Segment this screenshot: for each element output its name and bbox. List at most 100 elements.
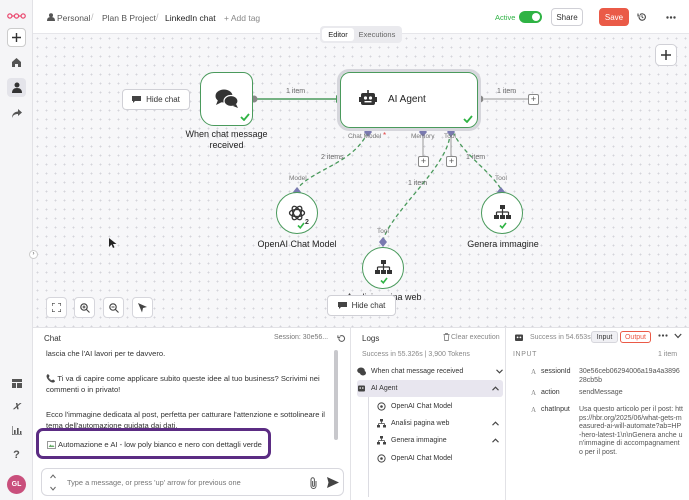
port-diamond[interactable] bbox=[379, 237, 387, 247]
share-arrow-icon[interactable] bbox=[7, 104, 26, 123]
log-row-label: OpenAI Chat Model bbox=[391, 455, 453, 462]
chat-bubbles-icon bbox=[215, 89, 239, 108]
breadcrumb-owner[interactable]: Personal bbox=[57, 13, 91, 23]
success-check-icon bbox=[499, 222, 507, 229]
workflow-canvas[interactable]: Editor Executions When chat message rece… bbox=[33, 26, 689, 327]
reset-session-icon[interactable] bbox=[337, 334, 346, 343]
image-alt-text: Automazione e AI - low poly bianco e ner… bbox=[58, 440, 262, 449]
chat-input-box[interactable] bbox=[41, 468, 344, 496]
log-row-selected[interactable]: AI Agent bbox=[357, 380, 503, 397]
add-icon[interactable] bbox=[7, 28, 26, 47]
log-row[interactable]: When chat message received bbox=[357, 363, 503, 380]
genera-immagine-node[interactable] bbox=[481, 192, 523, 234]
string-type-icon: A bbox=[531, 389, 537, 397]
log-row-label: Genera immagine bbox=[391, 437, 447, 444]
user-icon[interactable] bbox=[7, 78, 26, 97]
tab-executions[interactable]: Executions bbox=[358, 30, 396, 39]
edge-label-trigger: 1 item bbox=[286, 88, 306, 95]
zoom-in-button[interactable] bbox=[74, 297, 95, 318]
home-icon[interactable] bbox=[7, 52, 26, 71]
openai-chat-model-node[interactable]: 2 bbox=[276, 192, 318, 234]
port-tool: Tool bbox=[444, 133, 456, 140]
ai-agent-node[interactable]: AI Agent bbox=[340, 72, 478, 128]
sitemap-icon bbox=[377, 436, 386, 445]
chat-scrollbar[interactable] bbox=[334, 350, 338, 440]
chevron-up-icon[interactable] bbox=[492, 421, 499, 426]
field-key: sessionId bbox=[541, 368, 571, 375]
insights-icon[interactable] bbox=[7, 421, 26, 440]
templates-icon[interactable] bbox=[7, 374, 26, 393]
port-tool-label: Tool bbox=[377, 228, 389, 235]
port-model-label: Model bbox=[289, 175, 307, 182]
variables-icon[interactable]: 𝑥 bbox=[13, 400, 20, 412]
trash-icon[interactable] bbox=[443, 333, 450, 341]
more-options-icon[interactable] bbox=[666, 16, 676, 19]
openai-chat-model-label: OpenAI Chat Model bbox=[257, 239, 337, 249]
broken-image: Automazione e AI - low poly bianco e ner… bbox=[47, 440, 262, 449]
port-required-marker: * bbox=[383, 131, 387, 140]
add-node-button[interactable] bbox=[655, 44, 677, 66]
avatar[interactable]: GL bbox=[7, 475, 26, 494]
session-id: Session: 30e56... bbox=[274, 334, 329, 341]
sitemap-icon bbox=[377, 419, 386, 428]
hide-chat-button-top[interactable]: Hide chat bbox=[122, 89, 190, 110]
analisi-pagina-web-node[interactable] bbox=[362, 247, 404, 289]
chat-message: Ecco l'immagine dedicata al post, perfet… bbox=[46, 410, 325, 430]
log-row[interactable]: Genera immagine bbox=[377, 432, 503, 449]
io-item-count: 1 item bbox=[658, 351, 678, 358]
history-icon[interactable] bbox=[637, 12, 647, 22]
save-button[interactable]: Save bbox=[599, 8, 629, 26]
workflow-name[interactable]: LinkedIn chat bbox=[165, 13, 216, 23]
breadcrumb-project[interactable]: Plan B Project bbox=[102, 13, 156, 23]
chat-title: Chat bbox=[44, 334, 61, 343]
node-io-panel: Success in 54.653s Input Output INPUT 1 … bbox=[506, 327, 689, 500]
add-memory-button[interactable]: + bbox=[418, 156, 429, 167]
more-options-icon[interactable] bbox=[658, 334, 668, 337]
chevron-down-icon[interactable] bbox=[496, 369, 503, 374]
edge-label-tool-analisi: 1 item bbox=[408, 180, 428, 187]
n8n-logo[interactable] bbox=[7, 6, 26, 25]
tree-line bbox=[368, 397, 369, 497]
clear-execution-button[interactable]: Clear execution bbox=[451, 334, 500, 341]
log-row[interactable]: OpenAI Chat Model bbox=[377, 450, 503, 467]
hide-chat-button-bottom[interactable]: Hide chat bbox=[327, 295, 396, 316]
edge-tool-genera bbox=[452, 131, 502, 190]
chevron-down-icon[interactable] bbox=[674, 333, 682, 339]
string-type-icon: A bbox=[531, 406, 537, 414]
io-tab-input[interactable]: Input bbox=[591, 331, 618, 343]
chat-message-input[interactable] bbox=[67, 476, 297, 489]
log-row[interactable]: Analisi pagina web bbox=[377, 415, 503, 432]
chat-message: 📞 Ti va di capire come applicare subito … bbox=[46, 374, 320, 394]
add-tool-button[interactable]: + bbox=[446, 156, 457, 167]
chat-bubbles-icon bbox=[357, 367, 366, 376]
log-row[interactable]: OpenAI Chat Model bbox=[377, 398, 503, 415]
active-toggle[interactable] bbox=[519, 11, 542, 23]
attachment-icon[interactable] bbox=[310, 477, 318, 489]
log-row-label: When chat message received bbox=[371, 368, 464, 375]
active-label: Active bbox=[495, 13, 516, 22]
tab-editor[interactable]: Editor bbox=[322, 28, 354, 41]
send-icon[interactable] bbox=[327, 477, 339, 488]
history-arrows-icon[interactable] bbox=[50, 473, 56, 492]
collapse-sidebar-button[interactable]: › bbox=[29, 250, 38, 259]
help-icon[interactable]: ? bbox=[13, 448, 20, 461]
chevron-up-icon[interactable] bbox=[492, 386, 499, 391]
robot-icon bbox=[359, 90, 377, 105]
field-key: action bbox=[541, 389, 560, 396]
fit-view-button[interactable] bbox=[46, 297, 67, 318]
chat-trigger-label-line2: received bbox=[209, 140, 244, 150]
share-button[interactable]: Share bbox=[551, 8, 583, 26]
io-success-status: Success in 54.653s bbox=[530, 334, 591, 341]
add-tag-link[interactable]: + Add tag bbox=[224, 13, 261, 23]
hide-chat-label: Hide chat bbox=[351, 301, 386, 310]
log-row-label: Analisi pagina web bbox=[391, 420, 450, 427]
ai-agent-selection-ring bbox=[337, 69, 481, 131]
chat-trigger-node[interactable] bbox=[200, 72, 253, 126]
io-tab-output[interactable]: Output bbox=[620, 331, 651, 343]
select-tool-button[interactable] bbox=[132, 297, 153, 318]
add-next-node-button[interactable]: + bbox=[528, 94, 539, 105]
left-sidebar: 𝑥 ? GL bbox=[0, 0, 33, 500]
zoom-out-button[interactable] bbox=[103, 297, 124, 318]
logs-title: Logs bbox=[362, 334, 380, 343]
chevron-up-icon[interactable] bbox=[492, 438, 499, 443]
